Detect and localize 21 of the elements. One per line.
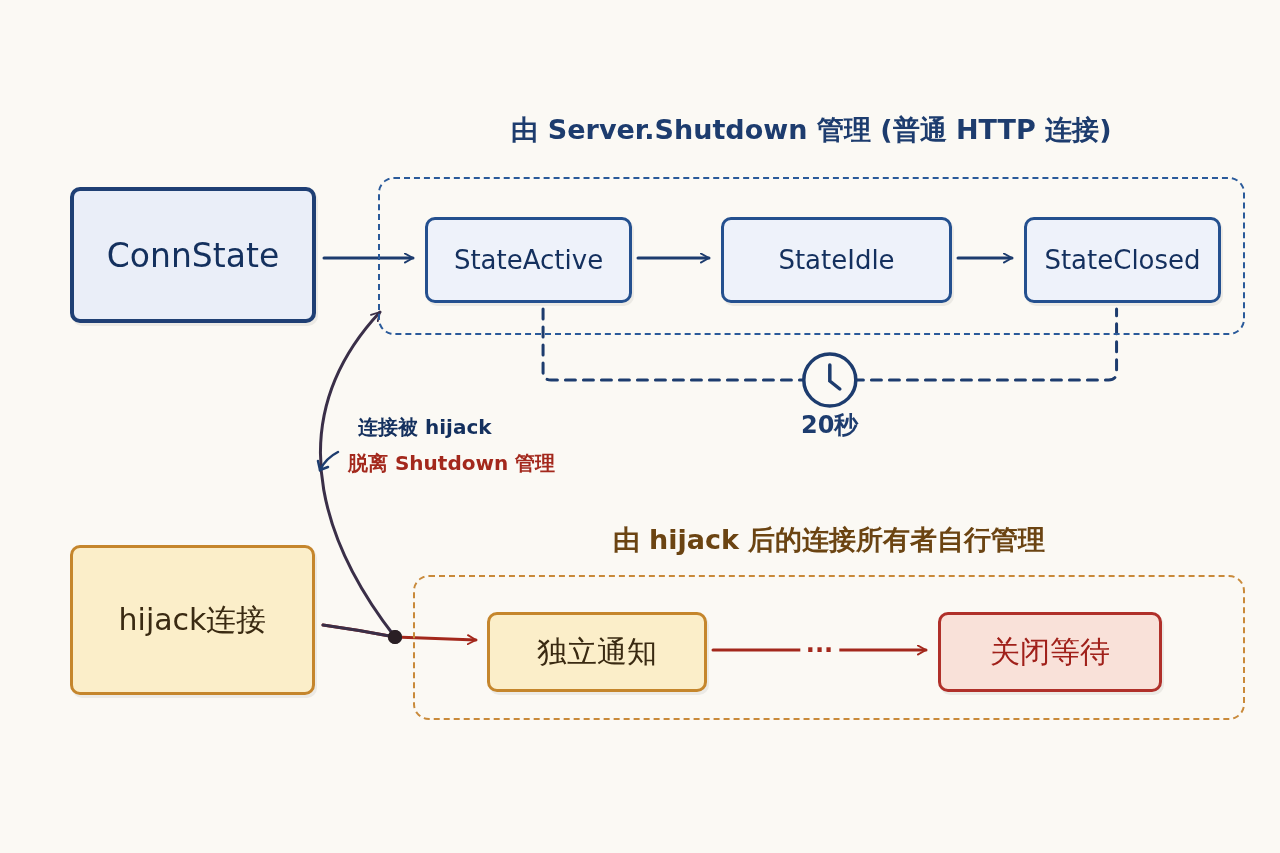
connector-arrow bbox=[322, 252, 415, 264]
annotation-text: 脱离 Shutdown 管理 bbox=[348, 450, 556, 477]
group-heading: 由 Server.Shutdown 管理 (普通 HTTP 连接) bbox=[510, 113, 1113, 147]
state-box bbox=[70, 187, 316, 323]
box-label: StateActive bbox=[453, 245, 604, 275]
connector-arrow bbox=[956, 252, 1014, 264]
state-box bbox=[1024, 217, 1221, 303]
box-label: hijack连接 bbox=[118, 600, 267, 639]
connector-arrow bbox=[636, 252, 711, 264]
box-label: ConnState bbox=[106, 235, 280, 275]
state-box bbox=[721, 217, 952, 303]
state-box bbox=[487, 612, 707, 692]
group-heading: 由 hijack 后的连接所有者自行管理 bbox=[611, 523, 1047, 557]
annotation-text: 连接被 hijack bbox=[358, 414, 492, 441]
box-label: 独立通知 bbox=[537, 632, 657, 671]
box-label: 关闭等待 bbox=[990, 632, 1110, 671]
box-label: StateClosed bbox=[1044, 245, 1201, 275]
box-label: StateIdle bbox=[778, 245, 895, 275]
state-box bbox=[70, 545, 315, 695]
state-box bbox=[938, 612, 1162, 692]
state-box bbox=[425, 217, 632, 303]
